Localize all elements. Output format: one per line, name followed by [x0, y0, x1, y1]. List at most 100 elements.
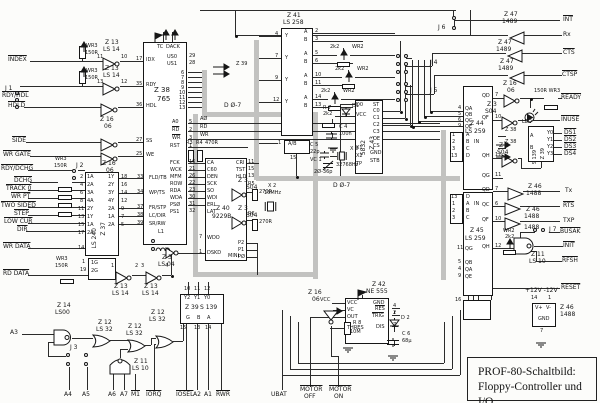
net-label: 06: [507, 87, 515, 94]
net-label: X 3: [350, 146, 359, 152]
wire-segment: [400, 41, 401, 111]
net-label: WR: [200, 132, 209, 138]
wire-segment: [493, 98, 504, 99]
receiver-gate: [508, 29, 525, 48]
wire-segment: [200, 10, 456, 11]
net-label: 1A: [87, 222, 94, 228]
net-label: 27: [136, 137, 143, 143]
net-label: A: [304, 73, 308, 79]
net-label: 1: [548, 295, 552, 301]
net-label: CRI: [236, 160, 245, 166]
data-bus-segment: [193, 114, 198, 274]
net-label: IDX: [146, 57, 155, 63]
net-label: 2k2: [330, 44, 340, 50]
net-label: LS 10: [132, 365, 149, 372]
net-label: 22: [189, 180, 196, 186]
wire-segment: [188, 97, 202, 98]
net-label: 16: [455, 297, 462, 303]
wire-segment: [549, 232, 560, 233]
net-label: 7: [199, 234, 203, 240]
net-label: Z 16: [308, 289, 322, 296]
net-label: D Ø-7: [224, 102, 242, 109]
net-label: HDLD: [8, 102, 26, 109]
jumper-pad: [396, 90, 400, 94]
net-label: 14: [205, 325, 212, 331]
net-label: Z 16: [100, 116, 114, 123]
wire-segment: [282, 375, 460, 376]
net-label: 6: [458, 117, 462, 123]
net-label: 3: [141, 263, 145, 269]
junction-dot: [424, 116, 427, 119]
net-label: Z 11: [134, 358, 148, 365]
net-label: A3: [10, 329, 18, 336]
resistor: [503, 240, 516, 259]
ic-z39b-s139: [528, 126, 554, 162]
net-label: S04: [246, 184, 258, 191]
net-label: 10: [179, 90, 186, 96]
wire-segment: [554, 147, 562, 148]
net-label: ON: [334, 393, 344, 400]
wire-segment: [392, 315, 400, 316]
net-label: INT: [563, 16, 573, 23]
net-label: US1: [167, 61, 178, 67]
net-label: Z 14: [57, 302, 71, 309]
net-label: 2: [315, 28, 319, 34]
net-label: 4: [275, 31, 279, 37]
wire-segment: [78, 170, 85, 171]
resistor: [322, 113, 335, 132]
wire-segment: [235, 10, 236, 35]
net-label: B: [304, 103, 308, 109]
net-label: 25: [136, 151, 143, 157]
wire-segment: [493, 191, 508, 192]
net-label: M1: [131, 391, 140, 398]
ground-symbol: [536, 333, 546, 352]
net-label: 12: [121, 79, 128, 85]
wire-segment: [259, 143, 278, 144]
net-label: S04: [497, 149, 509, 156]
net-label: 13: [97, 79, 104, 85]
net-label: B: [466, 139, 470, 145]
net-label: L1: [158, 229, 164, 235]
net-label: WR2: [352, 44, 364, 50]
wire-segment: [154, 344, 155, 390]
jumper-pad: [404, 90, 408, 94]
net-label: 14: [531, 295, 538, 301]
net-label: Z 3: [499, 142, 509, 149]
ic-z46-power: [532, 303, 556, 327]
net-label: D 2: [401, 315, 410, 321]
or-gate: [91, 333, 111, 352]
net-label: 2A: [87, 182, 94, 188]
net-label: 2A: [87, 230, 94, 236]
wire-segment: [410, 85, 411, 125]
jumper-pad: [404, 98, 408, 102]
net-label: 3: [315, 36, 319, 42]
wire-segment: [247, 257, 257, 258]
net-label: Z 45: [470, 227, 484, 234]
net-label: OFF: [304, 393, 316, 400]
net-label: J 4: [430, 59, 438, 66]
net-label: IOSEL: [176, 391, 194, 398]
net-label: WR3: [56, 256, 68, 262]
net-label: B: [197, 315, 201, 321]
ic-z44-ls259: [463, 86, 493, 190]
net-label: RD DATA: [3, 270, 30, 277]
net-label: FLD/TB: [149, 175, 167, 181]
net-label: 11: [457, 245, 464, 251]
wire-segment: [163, 32, 164, 42]
ic-z37-ls240: [85, 172, 119, 256]
net-label: 3Y: [108, 190, 115, 196]
net-label: LS 14: [142, 290, 159, 297]
crystal: [336, 146, 348, 165]
wire-segment: [520, 232, 521, 242]
wire-segment: [491, 288, 560, 289]
net-label: QA: [465, 267, 473, 273]
net-label: QG: [482, 173, 490, 179]
net-label: Z 39: [236, 61, 248, 67]
net-label: Z 41: [287, 12, 301, 19]
net-label: 3: [452, 215, 456, 221]
wire-segment: [434, 75, 490, 76]
net-label: LS 10: [529, 258, 546, 265]
net-label: WR3: [55, 156, 67, 162]
net-label: LS 14: [103, 72, 120, 79]
wire-segment: [313, 85, 353, 86]
